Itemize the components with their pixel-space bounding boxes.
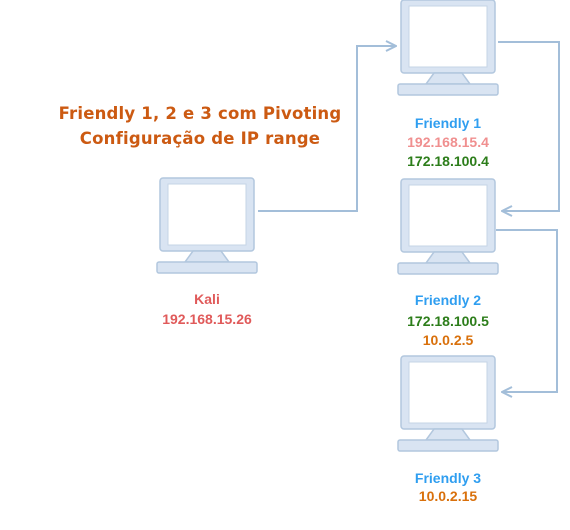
connector-friendly1-to-friendly2 bbox=[498, 41, 560, 211]
friendly3-name-label: Friendly 3 bbox=[414, 470, 482, 486]
friendly3-computer-icon bbox=[397, 355, 499, 452]
friendly1-ip1-label: 192.168.15.4 bbox=[407, 134, 489, 150]
friendly1-name-label: Friendly 1 bbox=[414, 115, 482, 131]
friendly3-ip-label: 10.0.2.15 bbox=[418, 488, 478, 504]
connector-kali-to-friendly1 bbox=[258, 46, 395, 212]
friendly2-name-label: Friendly 2 bbox=[414, 292, 482, 308]
friendly2-ip2-label: 10.0.2.5 bbox=[422, 332, 474, 348]
diagram-title-line2: Configuração de IP range bbox=[79, 129, 321, 148]
friendly2-ip1-label: 172.18.100.5 bbox=[407, 313, 489, 329]
friendly1-computer-icon bbox=[397, 0, 499, 96]
friendly2-computer-icon bbox=[397, 178, 499, 275]
kali-name-label: Kali bbox=[194, 291, 220, 307]
connector-friendly2-to-friendly3 bbox=[496, 229, 558, 392]
kali-ip-label: 192.168.15.26 bbox=[162, 311, 252, 327]
friendly1-ip2-label: 172.18.100.4 bbox=[407, 153, 489, 169]
diagram-title-line1: Friendly 1, 2 e 3 com Pivoting bbox=[58, 104, 342, 123]
kali-computer-icon bbox=[156, 177, 258, 274]
